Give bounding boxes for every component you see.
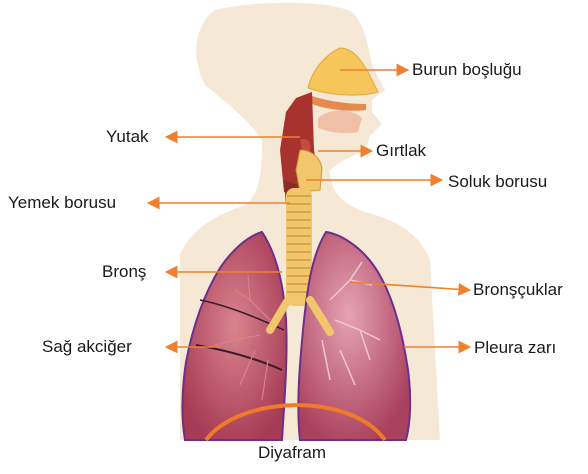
label-nasal-cavity: Burun boşluğu: [412, 60, 522, 80]
label-pharynx: Yutak: [106, 127, 149, 147]
label-diaphragm: Diyafram: [258, 443, 326, 463]
label-right-lung: Sağ akciğer: [42, 337, 132, 357]
label-bronchioles: Bronşçuklar: [473, 280, 563, 300]
label-larynx: Gırtlak: [376, 141, 426, 161]
label-pleura: Pleura zarı: [474, 338, 556, 358]
tongue-shape: [318, 111, 362, 134]
label-trachea: Soluk borusu: [448, 172, 547, 192]
label-esophagus: Yemek borusu: [8, 193, 116, 213]
label-bronchus: Bronş: [102, 262, 146, 282]
